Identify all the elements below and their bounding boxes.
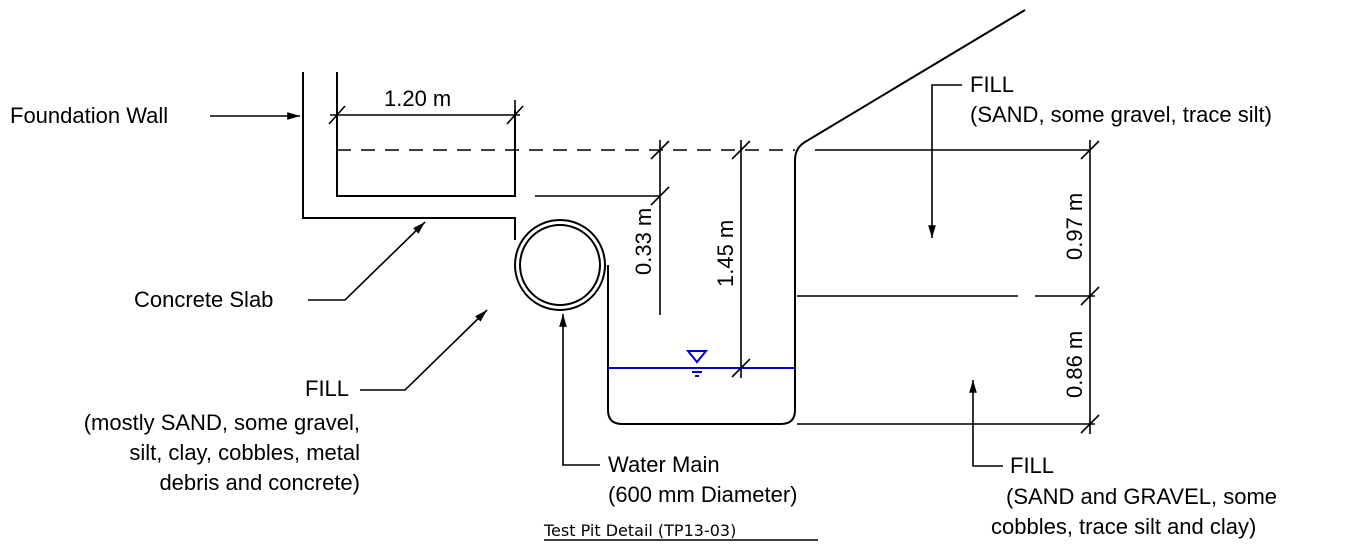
label-fill-upper-desc: (SAND, some gravel, trace silt) — [970, 102, 1272, 127]
dimension-label-water-depth: 1.45 m — [713, 220, 738, 287]
dimension-water-depth: 1.45 m — [713, 140, 751, 378]
callout-fill-left: FILL (mostly SAND, some gravel, silt, cl… — [84, 309, 488, 495]
label-water-main-title: Water Main — [608, 452, 720, 477]
caption-text: Test Pit Detail (TP13-03) — [543, 521, 736, 540]
callout-foundation-wall: Foundation Wall — [10, 103, 300, 128]
dimension-slab-depth: 0.33 m — [631, 140, 670, 315]
callout-water-main: Water Main (600 mm Diameter) — [559, 314, 797, 507]
label-concrete-slab: Concrete Slab — [134, 287, 273, 312]
water-main-pipe — [514, 219, 606, 311]
label-fill-left-line3: debris and concrete) — [159, 470, 360, 495]
callout-fill-upper: FILL (SAND, some gravel, trace silt) — [928, 72, 1272, 238]
dimension-label-lower-fill: 0.86 m — [1062, 331, 1087, 398]
dimension-label-upper-fill: 0.97 m — [1062, 193, 1087, 260]
excavation-pit — [607, 9, 1026, 425]
stratum-lines — [797, 149, 1095, 425]
label-fill-left-line1: (mostly SAND, some gravel, — [84, 410, 360, 435]
dimension-label-slab-depth: 0.33 m — [631, 208, 656, 275]
callout-concrete-slab: Concrete Slab — [134, 221, 426, 312]
callout-fill-lower: FILL (SAND and GRAVEL, some cobbles, tra… — [969, 380, 1277, 539]
label-water-main-desc: (600 mm Diameter) — [608, 482, 797, 507]
water-table — [608, 350, 795, 377]
label-fill-lower-line2: cobbles, trace silt and clay) — [991, 514, 1256, 539]
dimension-fill-layers: 0.97 m 0.86 m — [1062, 140, 1100, 434]
label-foundation-wall: Foundation Wall — [10, 103, 168, 128]
label-fill-lower-line1: (SAND and GRAVEL, some — [1006, 484, 1277, 509]
label-fill-upper-title: FILL — [970, 72, 1014, 97]
dimension-label-slab-width: 1.20 m — [384, 86, 451, 111]
dimension-slab-width: 1.20 m — [328, 86, 524, 175]
label-fill-lower-title: FILL — [1010, 453, 1054, 478]
label-fill-left-title: FILL — [305, 376, 349, 401]
caption: Test Pit Detail (TP13-03) — [543, 521, 818, 541]
label-fill-left-line2: silt, clay, cobbles, metal — [129, 440, 360, 465]
